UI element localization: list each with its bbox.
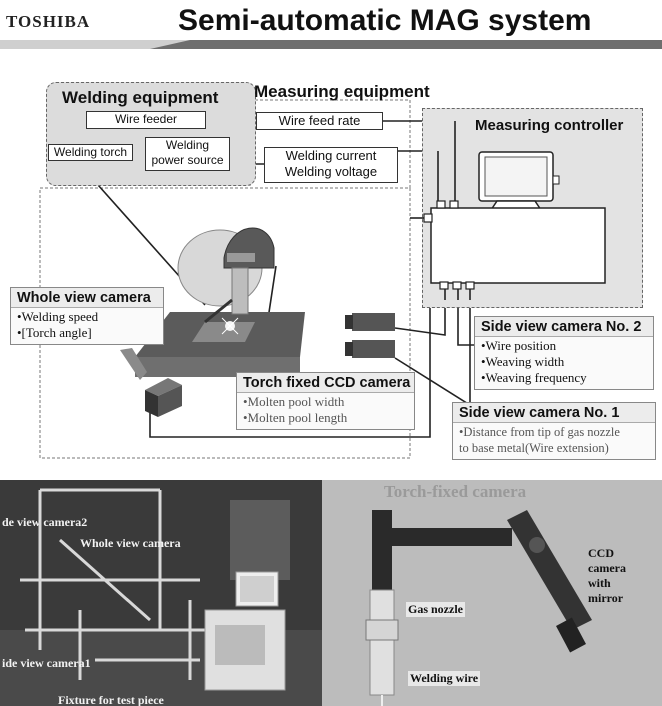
ccd-label-line: mirror [588,591,624,605]
welding-current-label: Welding current [285,148,377,163]
side-camera-2-item: •Weaving width [481,354,565,369]
torch-ccd-camera-title: Torch fixed CCD camera [243,375,411,391]
whole-view-camera-title: Whole view camera [17,290,151,306]
side-camera-2-callout: Side view camera No. 2 •Wire position •W… [474,316,654,390]
side-camera-2-photo-label: de view camera2 [2,515,88,529]
torch-ccd-camera-items: •Molten pool width •Molten pool length [237,392,414,429]
torch-ccd-item: •Molten pool width [243,394,345,409]
brand-logo: TOSHIBA [6,12,91,31]
ccd-label-line: CCD [588,546,614,560]
side-camera-1-icon [345,340,395,358]
test-rig-photo: de view camera2 Whole view camera ide vi… [0,480,322,706]
whole-view-camera-items: •Welding speed •[Torch angle] [11,307,163,344]
torch-camera-photo: Torch-fixed camera CCD camera with mirro… [322,480,662,706]
welding-equipment-title: Welding equipment [62,88,219,107]
side-camera-1-callout: Side view camera No. 1 •Distance from ti… [452,402,656,460]
wire-feeder-box: Wire feeder [86,111,206,129]
side-camera-2-item: •Weaving frequency [481,370,587,385]
side-camera-1-item: to base metal(Wire extension) [459,441,609,455]
side-camera-2-item: •Wire position [481,338,557,353]
torch-camera-illustration [322,480,662,706]
side-camera-1-title: Side view camera No. 1 [459,405,620,421]
side-camera-2-title: Side view camera No. 2 [481,319,642,335]
fixture-photo-label: Fixture for test piece [58,693,164,706]
current-voltage-box: Welding current Welding voltage [264,147,398,183]
side-camera-1-items: •Distance from tip of gas nozzle to base… [453,422,655,459]
gas-nozzle-photo-label: Gas nozzle [406,602,465,617]
side-camera-1-item: •Distance from tip of gas nozzle [459,425,620,439]
torch-ccd-camera-callout: Torch fixed CCD camera •Molten pool widt… [236,372,415,430]
whole-view-camera-callout: Whole view camera •Welding speed •[Torch… [10,287,164,345]
side-camera-2-items: •Wire position •Weaving width •Weaving f… [475,336,653,389]
page-title: Semi-automatic MAG system [178,4,592,37]
side-camera-2-icon [345,313,395,331]
title-rule [0,40,662,49]
test-rig-illustration [0,480,322,706]
torch-fixed-camera-photo-label: Torch-fixed camera [384,482,527,501]
power-source-line2: power source [151,153,224,167]
side-camera-1-photo-label: ide view camera1 [2,656,91,670]
measuring-controller-title: Measuring controller [475,117,624,134]
wire-feed-rate-box: Wire feed rate [256,112,383,130]
welding-voltage-label: Welding voltage [284,164,378,179]
power-source-line1: Welding [165,138,210,152]
torch-ccd-item: •Molten pool length [243,410,348,425]
ccd-mirror-photo-label: CCD camera with mirror [588,546,626,606]
whole-view-item: •Welding speed [17,309,99,324]
whole-view-camera-icon [145,378,182,417]
torch-robot [177,227,275,335]
welding-torch-box: Welding torch [48,144,133,161]
measuring-equipment-title: Measuring equipment [254,82,430,101]
whole-camera-photo-label: Whole view camera [80,536,181,550]
whole-view-item: •[Torch angle] [17,325,92,340]
measuring-controller-group [422,108,643,308]
ccd-label-line: with [588,576,611,590]
ccd-label-line: camera [588,561,626,575]
welding-wire-photo-label: Welding wire [408,671,481,686]
power-source-box: Welding power source [145,137,230,171]
